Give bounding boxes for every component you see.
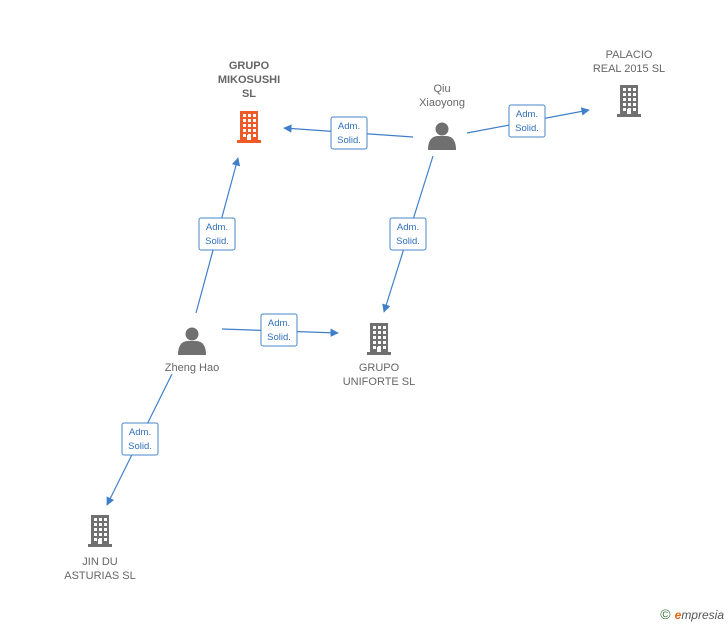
node-jindu-label: JIN DU <box>82 556 118 568</box>
building-icon <box>367 323 391 355</box>
relation-label-text: Adm. <box>268 318 290 329</box>
node-jindu[interactable]: JIN DU ASTURIAS SL <box>64 515 136 582</box>
node-uniforte-label: UNIFORTE SL <box>343 376 416 388</box>
building-icon <box>88 515 112 547</box>
node-qiu-label: Xiaoyong <box>419 97 465 109</box>
relation-label-text: Solid. <box>205 236 229 247</box>
copyright-symbol: © <box>660 606 671 622</box>
person-icon <box>428 122 456 150</box>
relation-label-text: Solid. <box>396 236 420 247</box>
building-icon <box>237 111 261 143</box>
node-uniforte-label: GRUPO <box>359 362 400 374</box>
node-qiu-label: Qiu <box>433 83 450 95</box>
relation-label-text: Solid. <box>515 123 539 134</box>
node-jindu-label: ASTURIAS SL <box>64 570 136 582</box>
relation-label[interactable]: Adm. Solid. <box>330 116 368 150</box>
relation-label-text: Adm. <box>129 427 151 438</box>
empresia-watermark: ©empresia <box>660 606 724 622</box>
node-palacio[interactable]: PALACIO REAL 2015 SL <box>593 49 665 117</box>
node-palacio-label: REAL 2015 SL <box>593 63 665 75</box>
relation-label-text: Solid. <box>267 332 291 343</box>
edge-qiu-to-uniforte: Adm. Solid. <box>382 155 434 313</box>
brand-name: mpresia <box>681 608 724 622</box>
brand-initial: e <box>674 608 682 622</box>
relation-label[interactable]: Adm. Solid. <box>260 313 298 347</box>
relation-label[interactable]: Adm. Solid. <box>508 104 546 138</box>
node-mikosushi-label: GRUPO <box>229 60 270 72</box>
relation-label-text: Adm. <box>206 222 228 233</box>
relation-label[interactable]: Adm. Solid. <box>121 422 159 456</box>
node-zheng[interactable]: Zheng Hao <box>165 327 219 375</box>
relation-label[interactable]: Adm. Solid. <box>198 217 236 251</box>
edge-zheng-to-jindu: Adm. Solid. <box>106 373 173 506</box>
edge-qiu-to-palacio: Adm. Solid. <box>466 104 590 138</box>
node-mikosushi-label: SL <box>242 88 256 100</box>
edge-zheng-to-uniforte: Adm. Solid. <box>221 313 339 347</box>
node-mikosushi-label: MIKOSUSHI <box>218 74 280 86</box>
building-icon <box>617 85 641 117</box>
node-zheng-label: Zheng Hao <box>165 362 219 374</box>
relation-label-text: Solid. <box>128 441 152 452</box>
person-icon <box>178 327 206 355</box>
relation-label-text: Adm. <box>397 222 419 233</box>
relation-label-text: Adm. <box>338 121 360 132</box>
node-palacio-label: PALACIO <box>606 49 653 61</box>
node-uniforte[interactable]: GRUPO UNIFORTE SL <box>343 323 416 388</box>
edge-qiu-to-mikosushi: Adm. Solid. <box>283 116 414 150</box>
relation-label[interactable]: Adm. Solid. <box>389 217 427 251</box>
node-mikosushi[interactable]: GRUPO MIKOSUSHI SL <box>218 60 280 143</box>
edge-zheng-to-mikosushi: Adm. Solid. <box>195 157 241 314</box>
relation-label-text: Solid. <box>337 135 361 146</box>
relation-label-text: Adm. <box>516 109 538 120</box>
